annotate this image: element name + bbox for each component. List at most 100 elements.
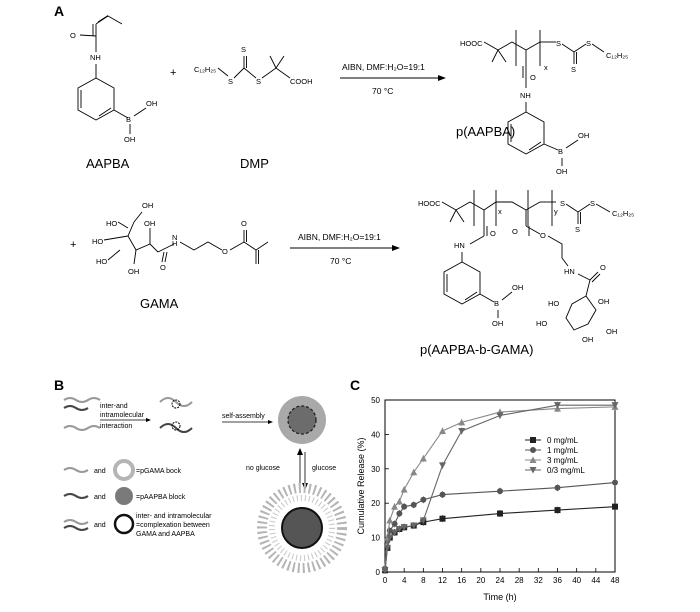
atom-hooc-b: HOOC (418, 199, 441, 208)
x-tick-label: 12 (438, 576, 447, 585)
pgama-chain-icon (63, 397, 101, 403)
atom-oh-g1: OH (142, 201, 153, 210)
data-point (497, 488, 503, 495)
gama-label: GAMA (140, 296, 179, 311)
x-tick-label: 24 (496, 576, 505, 585)
glucose-text: glucose (312, 465, 336, 472)
atom-hooc: HOOC (460, 39, 483, 48)
atom-oh-b5: OH (606, 327, 617, 336)
chart-legend: 0 mg/mL1 mg/mL3 mg/mL0/3 mg/mL (525, 436, 585, 475)
legend-label-2: 3 mg/mL (547, 456, 579, 465)
data-point (410, 501, 417, 508)
atom-o-ester: O (222, 247, 228, 256)
x-tick-label: 36 (553, 576, 562, 585)
atom-s-2: S (256, 77, 261, 86)
data-point (386, 516, 394, 524)
legend-text-3b: =complexation between (136, 522, 210, 529)
data-point (554, 402, 561, 409)
legend-text-3c: GAMA and AAPBA (136, 531, 195, 538)
data-point (612, 503, 618, 510)
y-tick-label: 10 (371, 534, 380, 543)
series-line-1 (384, 482, 616, 569)
pgama-legend-ring (113, 459, 135, 481)
atom-hn-b: HN (454, 241, 465, 250)
atom-oh: OH (146, 99, 157, 108)
x-tick-label: 20 (476, 576, 485, 585)
atom-ho-g3: HO (96, 257, 107, 266)
paapba-legend-dot (115, 487, 133, 505)
atom-o-b4: O (600, 263, 606, 272)
legend-label-1: 1 mg/mL (547, 446, 579, 455)
interaction-text-3: interaction (100, 423, 132, 430)
atom-ho-b2: HO (536, 319, 547, 328)
data-point (458, 418, 466, 426)
block-copolymer-structure: HOOC x y S S S C₁₂H₂₅ O HN B OH OH O O H… (418, 190, 634, 344)
panel-label-a: A (54, 3, 64, 19)
legend-and-3: and (94, 522, 106, 529)
atom-oh-b2: OH (492, 319, 503, 328)
x-tick-label: 32 (534, 576, 543, 585)
x-tick-label: 28 (515, 576, 524, 585)
atom-ho-g2: HO (92, 237, 103, 246)
atom-c12h25: C₁₂H₂₅ (194, 65, 216, 74)
legend-marker-0 (530, 437, 536, 443)
data-point (554, 484, 561, 491)
data-point (410, 522, 418, 530)
legend-text-1: =pGAMA bock (136, 468, 181, 475)
atom-oh-b3: OH (598, 297, 609, 306)
x-tick-label: 48 (611, 576, 620, 585)
interaction-text-1: inter-and (100, 403, 128, 410)
complexation-legend-ring (113, 513, 135, 535)
atom-b: B (126, 115, 131, 124)
dmp-label: DMP (240, 156, 269, 171)
atom-nh-p: NH (520, 91, 531, 100)
dmp-structure: C₁₂H₂₅ S S S COOH (194, 45, 313, 86)
y-tick-label: 0 (376, 568, 381, 577)
aapba-structure: O NH B OH OH (70, 15, 157, 144)
atom-y-b: y (554, 207, 558, 216)
atom-s-b1: S (560, 199, 565, 208)
atom-s-thione: S (241, 45, 246, 54)
y-tick-label: 40 (371, 430, 380, 439)
series-1 (382, 479, 618, 573)
conditions-1: AIBN, DMF:H₂O=19:1 (342, 62, 425, 72)
data-point (391, 520, 398, 527)
panel-label-c: C (350, 377, 360, 393)
atom-c12h25-p: C₁₂H₂₅ (606, 51, 628, 60)
data-point (439, 427, 446, 434)
series-0 (382, 503, 618, 574)
x-tick-label: 16 (457, 576, 466, 585)
paapba-structure: HOOC x S S S C₁₂H₂₅ O NH B OH OH (460, 30, 628, 176)
data-point (554, 507, 561, 514)
gama-structure: OH HO HO HO OH OH O H N O O (92, 201, 269, 276)
y-tick-label: 20 (371, 499, 380, 508)
atom-s-p2: S (586, 39, 591, 48)
atom-s-p1: S (556, 39, 561, 48)
schematic: inter-and intramolecular interaction sel… (63, 396, 347, 573)
atom-o-b1: O (490, 229, 496, 238)
atom-oh-g2: OH (144, 219, 155, 228)
x-tick-label: 40 (572, 576, 581, 585)
legend-label-0: 0 mg/mL (547, 436, 579, 445)
data-point (611, 402, 619, 409)
atom-h-g: H (172, 239, 177, 248)
atom-c12h25-b: C₁₂H₂₅ (612, 209, 634, 218)
atom-o-carbonyl: O (241, 219, 247, 228)
atom-ho-g1: HO (106, 219, 117, 228)
series-3 (381, 401, 619, 574)
complex-icon (171, 399, 181, 409)
plus-sign-2: + (70, 239, 76, 251)
legend-marker-2 (529, 456, 537, 463)
plus-sign-1: + (170, 67, 176, 79)
data-point (612, 479, 618, 486)
paapba-chain-icon (63, 405, 89, 411)
reaction-arrow-1 (340, 75, 446, 81)
atom-oh-g3: OH (128, 267, 139, 276)
legend-text-2: =pAAPBA block (136, 494, 186, 501)
atom-o-b3: O (540, 231, 546, 240)
data-point (419, 517, 427, 524)
legend-text-3a: inter- and intramolecular (136, 513, 212, 520)
y-axis-label: Cumulative Release (%) (356, 437, 366, 534)
legend-marker-3 (529, 467, 537, 474)
